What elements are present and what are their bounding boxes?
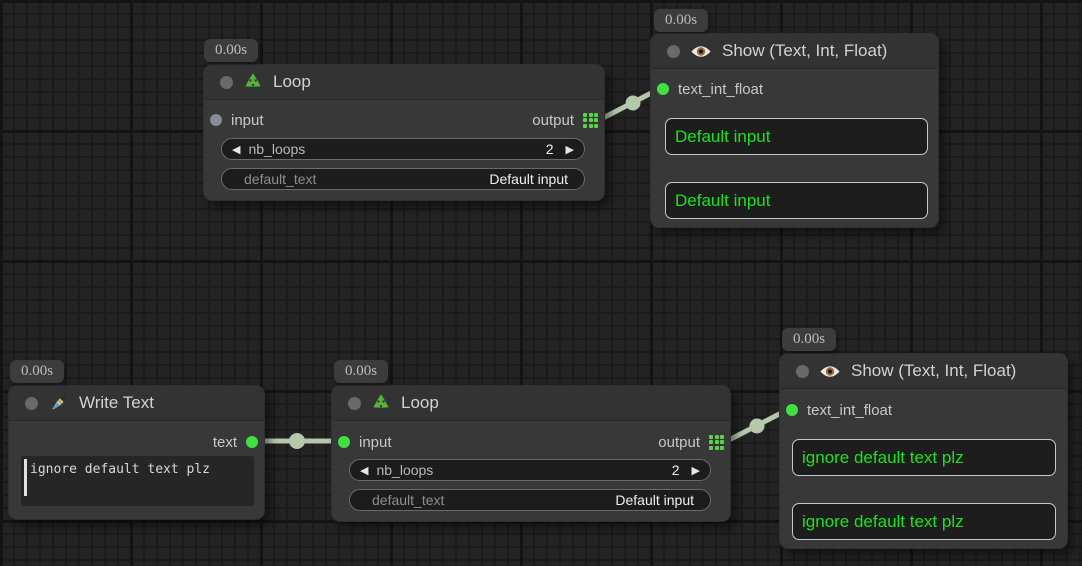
output-slot[interactable]: output	[532, 112, 598, 129]
input-slot-pin[interactable]	[657, 83, 669, 95]
collapse-dot[interactable]	[25, 396, 38, 410]
text-input-area[interactable]: ignore default text plz	[21, 456, 254, 506]
node-title: Show (Text, Int, Float)	[722, 41, 888, 60]
output-slot[interactable]: output	[658, 434, 724, 451]
node-loop-bottom[interactable]: 0.00s Loop input output ◀ nb_loops 2 ▶ d…	[331, 360, 731, 522]
node-show-bottom[interactable]: 0.00s Show (Text, Int, Float) text_int_f…	[779, 328, 1068, 549]
node-title: Loop	[401, 393, 439, 412]
show-text-box[interactable]: ignore default text plz	[792, 439, 1056, 476]
widget-label: nb_loops	[376, 462, 434, 478]
node-titlebar[interactable]: Loop	[204, 65, 604, 100]
show-text-box[interactable]: Default input	[665, 182, 928, 219]
node-titlebar[interactable]: Show (Text, Int, Float)	[651, 34, 938, 69]
node-loop-top[interactable]: 0.00s Loop input output ◀ nb_loops 2 ▶ d…	[203, 39, 605, 201]
node-write-text[interactable]: 0.00s Write Text text ignore default tex…	[8, 360, 265, 520]
widget-value[interactable]: 2	[545, 141, 554, 157]
link-midpoint-dot	[625, 95, 641, 111]
input-slot-pin[interactable]	[786, 404, 798, 416]
decrement-arrow-icon[interactable]: ◀	[232, 143, 241, 156]
show-text-box[interactable]: Default input	[665, 118, 928, 155]
eye-icon	[819, 364, 841, 379]
recycle-icon	[371, 393, 391, 413]
link-midpoint-dot	[749, 418, 765, 434]
widget-value[interactable]: Default input	[489, 171, 568, 187]
input-slot-pin[interactable]	[210, 114, 222, 126]
node-show-top[interactable]: 0.00s Show (Text, Int, Float) text_int_f…	[650, 9, 939, 228]
input-slot[interactable]: text_int_float	[786, 402, 892, 419]
fountain-pen-icon	[48, 393, 69, 414]
input-slot-pin[interactable]	[338, 436, 350, 448]
input-slot[interactable]: input	[210, 112, 264, 129]
execution-time-badge: 0.00s	[334, 360, 389, 383]
collapse-dot[interactable]	[220, 75, 233, 89]
collapse-dot[interactable]	[796, 364, 809, 378]
widget-label: default_text	[372, 492, 445, 508]
decrement-arrow-icon[interactable]: ◀	[360, 464, 369, 477]
default-text-widget[interactable]: default_text Default input	[221, 168, 585, 190]
output-slot-pin[interactable]	[246, 436, 258, 448]
nb-loops-stepper[interactable]: ◀ nb_loops 2 ▶	[221, 138, 585, 160]
execution-time-badge: 0.00s	[654, 9, 709, 32]
text-input-value: ignore default text plz	[30, 462, 211, 477]
node-title: Loop	[273, 72, 311, 91]
node-titlebar[interactable]: Write Text	[9, 386, 264, 421]
collapse-dot[interactable]	[667, 44, 680, 58]
increment-arrow-icon[interactable]: ▶	[691, 464, 700, 477]
execution-time-badge: 0.00s	[204, 39, 259, 62]
widget-label: nb_loops	[248, 141, 306, 157]
default-text-widget[interactable]: default_text Default input	[349, 489, 711, 511]
node-titlebar[interactable]: Show (Text, Int, Float)	[780, 354, 1067, 389]
input-slot-label: input	[359, 433, 392, 451]
output-grid-icon[interactable]	[709, 434, 724, 450]
node-titlebar[interactable]: Loop	[332, 386, 730, 421]
node-title: Show (Text, Int, Float)	[851, 361, 1017, 380]
execution-time-badge: 0.00s	[10, 360, 65, 383]
widget-value[interactable]: 2	[671, 462, 680, 478]
increment-arrow-icon[interactable]: ▶	[565, 143, 574, 156]
output-grid-icon[interactable]	[583, 112, 598, 128]
widget-value[interactable]: Default input	[615, 492, 694, 508]
output-slot-label: text	[212, 433, 237, 451]
show-text-box[interactable]: ignore default text plz	[792, 503, 1056, 540]
input-slot-label: text_int_float	[807, 401, 893, 419]
input-slot[interactable]: input	[338, 434, 392, 451]
collapse-dot[interactable]	[348, 396, 361, 410]
node-title: Write Text	[79, 393, 154, 412]
input-slot-label: input	[231, 111, 264, 129]
input-slot-label: text_int_float	[678, 80, 764, 98]
eye-icon	[690, 44, 712, 59]
text-cursor	[24, 459, 27, 496]
widget-label: default_text	[244, 171, 317, 187]
recycle-icon	[243, 72, 263, 92]
nb-loops-stepper[interactable]: ◀ nb_loops 2 ▶	[349, 459, 711, 481]
link-midpoint-dot	[289, 433, 305, 449]
input-slot[interactable]: text_int_float	[657, 81, 763, 98]
output-slot[interactable]: text	[213, 434, 258, 451]
execution-time-badge: 0.00s	[782, 328, 837, 351]
output-slot-label: output	[532, 111, 574, 129]
output-slot-label: output	[658, 433, 700, 451]
